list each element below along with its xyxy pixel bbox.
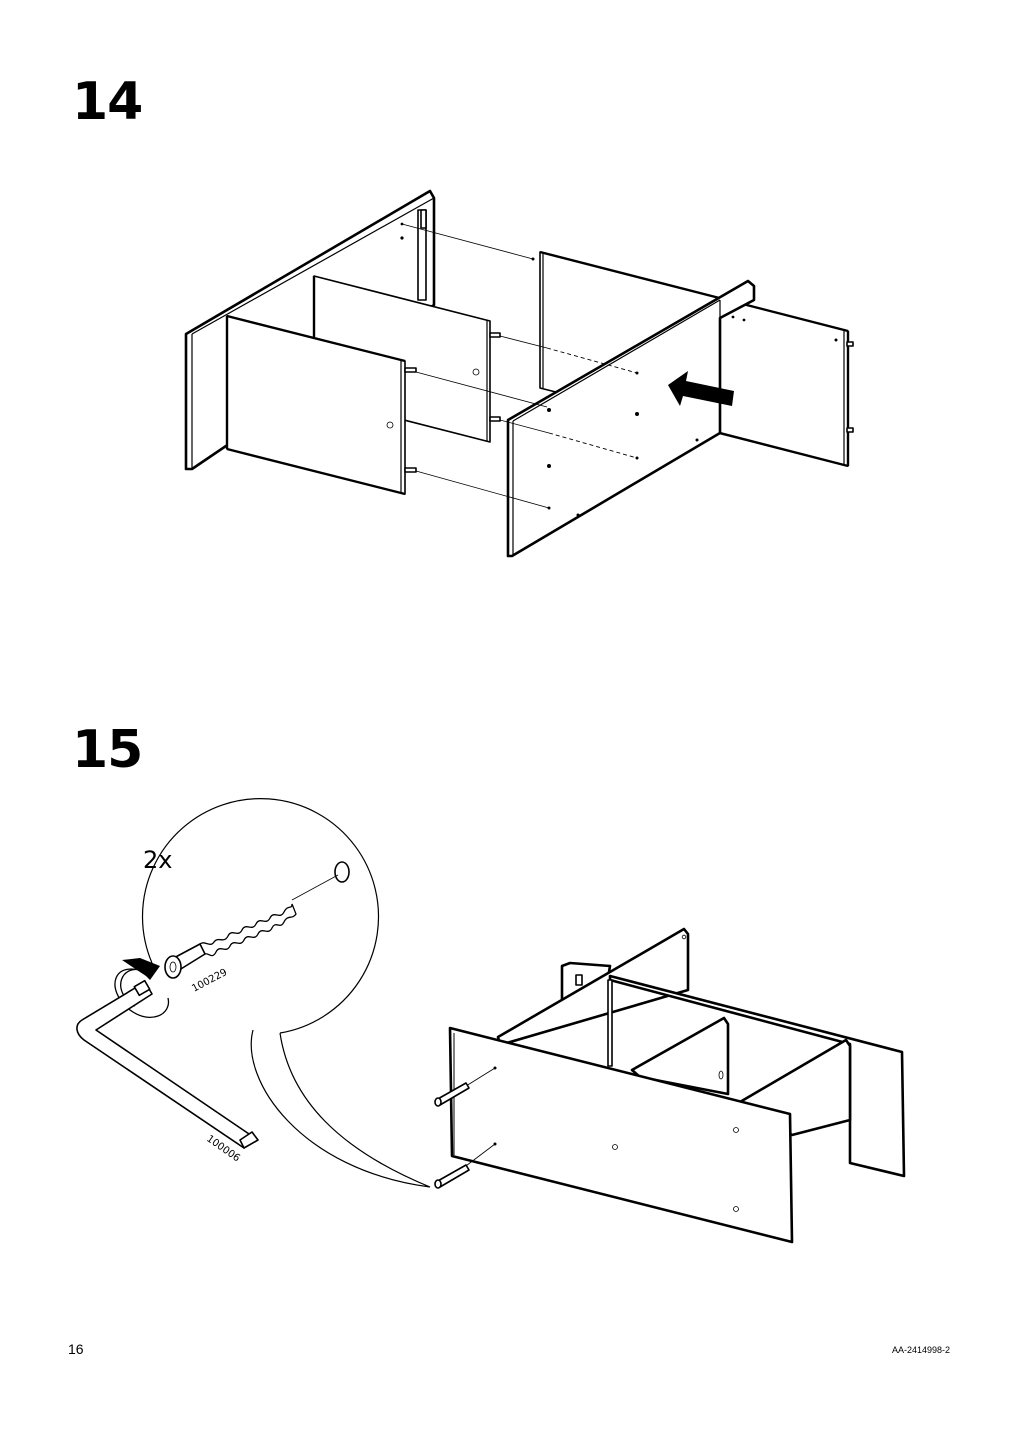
left-divider-panel (225, 314, 417, 496)
assembly-guide-lines (401, 223, 639, 510)
push-arrow-icon (668, 371, 734, 406)
front-panel (506, 279, 756, 558)
page-number: 16 (68, 1341, 84, 1357)
screw-100229-icon (164, 861, 350, 979)
screw-part-number: 100229 (190, 967, 229, 995)
front-screws (434, 1066, 497, 1189)
allen-key-100006-icon (76, 979, 259, 1149)
cabinet-assembly (434, 927, 906, 1244)
detail-callout (141, 798, 431, 1188)
quantity-label: 2x (143, 846, 172, 874)
document-code: AA-2414998-2 (891, 1345, 950, 1355)
step-15-number: 15 (72, 720, 143, 780)
step-15-illustration: 2x 100229 100006 (76, 798, 906, 1244)
step-14-number: 14 (72, 72, 143, 132)
step-14-illustration (184, 189, 854, 558)
